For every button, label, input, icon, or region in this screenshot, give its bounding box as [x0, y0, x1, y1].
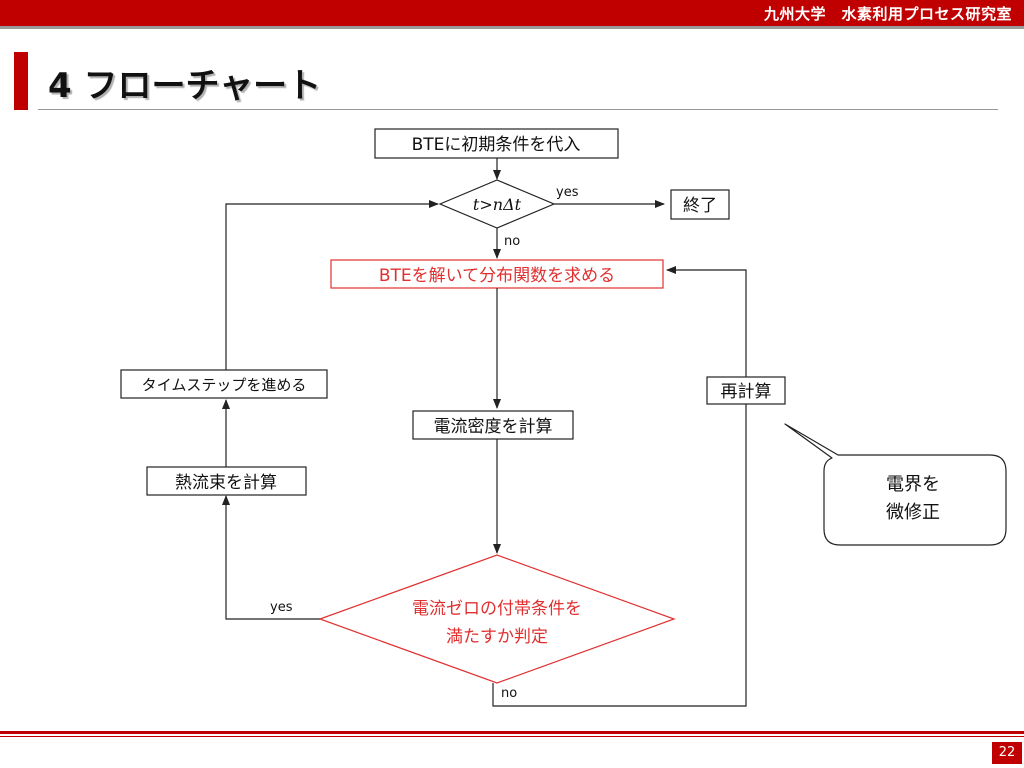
start-box: [374, 128, 619, 159]
cond-delta: Δ: [502, 195, 515, 214]
arrow-timestep-cond: [225, 200, 439, 370]
check-line1: 電流ゼロの付帯条件を: [412, 599, 582, 619]
timestep-box: [120, 369, 328, 399]
heat-label: 熱流束を計算: [175, 473, 277, 493]
recalc-label: 再計算: [721, 382, 772, 402]
cond-t: t: [473, 195, 480, 214]
header-bar: 九州大学 水素利用プロセス研究室: [0, 0, 1024, 26]
arrow-check-recalc: [492, 266, 747, 707]
recalc-box: [706, 376, 786, 405]
current-box: [412, 410, 574, 440]
no-label-bottom: no: [501, 686, 517, 701]
zero-current-diamond: [318, 554, 676, 684]
arrow-check-heat: [222, 495, 320, 620]
end-box: [670, 189, 730, 220]
title-marker: [14, 52, 28, 110]
timestep-label: タイムステップを進める: [142, 376, 307, 394]
no-label-top: no: [504, 234, 520, 249]
yes-label-top: yes: [556, 185, 579, 200]
yes-label-bottom: yes: [270, 600, 293, 615]
cond-gt: >: [479, 195, 492, 214]
title-rule: [38, 109, 998, 110]
cond-n: n: [493, 195, 503, 214]
start-label: BTEに初期条件を代入: [412, 135, 581, 155]
footer-rule: [0, 731, 1024, 734]
callout-line2: 微修正: [886, 502, 940, 523]
solve-label: BTEを解いて分布関数を求める: [379, 266, 615, 286]
callout-line1: 電界を: [886, 474, 940, 495]
footer-rule-thin: [0, 736, 1024, 737]
page-number: 22: [992, 742, 1022, 764]
end-label: 終了: [683, 196, 717, 216]
time-check-condition: t>nΔt: [473, 195, 522, 214]
callout-bubble: [784, 423, 1007, 546]
current-label: 電流密度を計算: [434, 417, 553, 437]
heat-box: [146, 466, 307, 496]
header-divider: [0, 26, 1024, 29]
check-line2: 満たすか判定: [446, 627, 548, 647]
cond-t2: t: [515, 195, 522, 214]
lab-name: 九州大学 水素利用プロセス研究室: [763, 5, 1012, 23]
slide-title: 4 フローチャート: [48, 66, 322, 106]
